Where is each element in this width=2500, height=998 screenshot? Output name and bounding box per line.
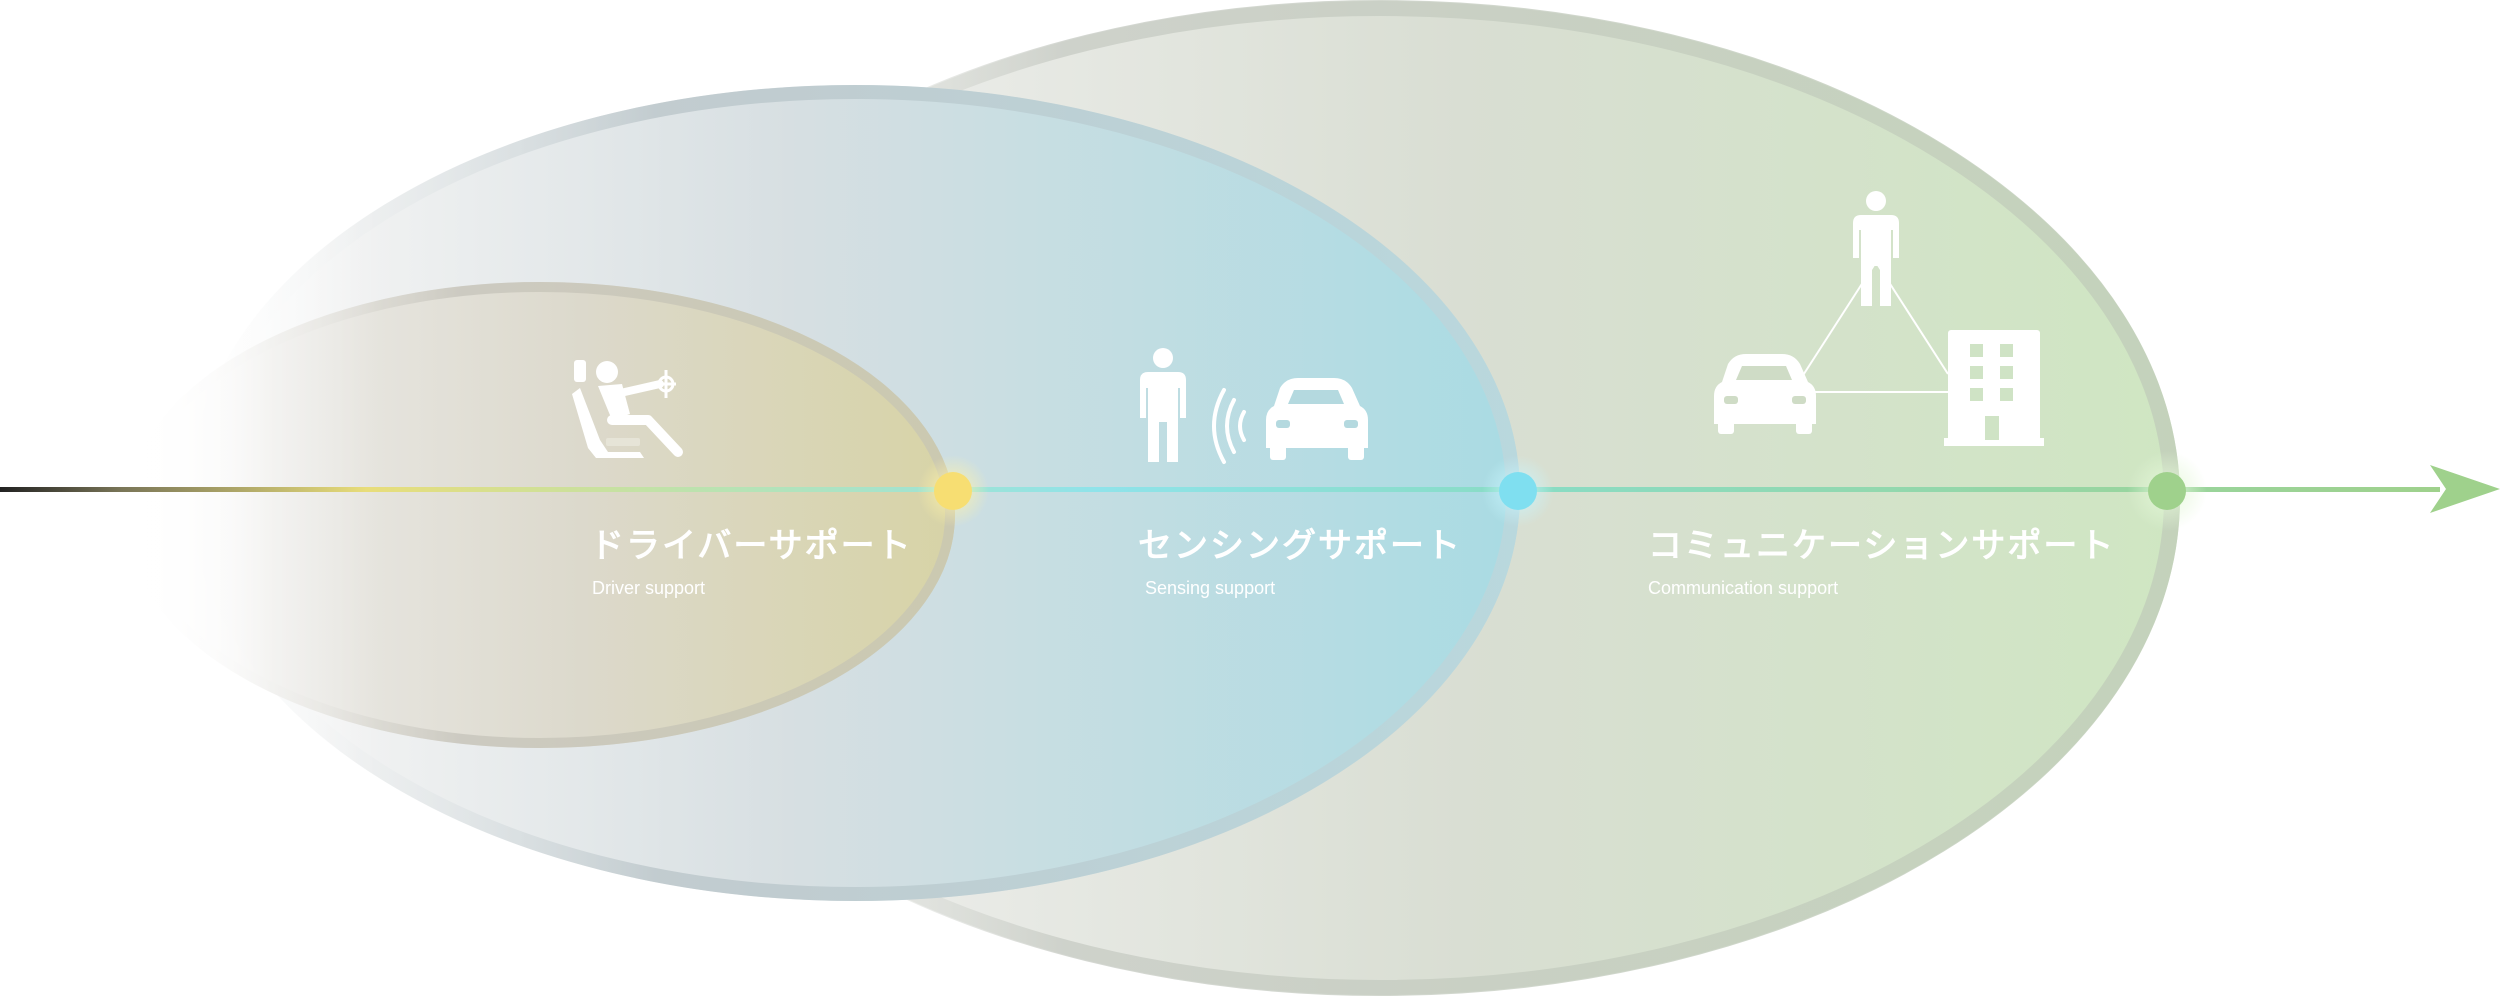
- building-icon: [1944, 330, 2044, 446]
- car-icon: [1266, 378, 1368, 460]
- person-car-building-network-icon: [1714, 191, 2044, 446]
- person-signal-car-icon: [1140, 348, 1368, 464]
- car-icon: [1714, 354, 1816, 434]
- communication-support-subtitle: Communication support: [1648, 578, 1838, 598]
- driver-support-subtitle: Driver support: [592, 578, 705, 598]
- driver-seat-icon: [572, 360, 683, 458]
- person-icon: [1853, 191, 1899, 306]
- progress-axis: [0, 465, 2500, 513]
- sensing-node: [1482, 455, 1554, 527]
- communication-node: [2127, 451, 2207, 531]
- driver-node: [917, 455, 989, 527]
- signal-waves-icon: [1212, 388, 1246, 464]
- driver-support-title: ドライバーサポート: [590, 526, 913, 566]
- communication-support-title: コミュニケーションサポート: [1648, 526, 2115, 566]
- person-icon: [1140, 348, 1186, 462]
- sensing-support-subtitle: Sensing support: [1145, 578, 1275, 598]
- axis-line: [0, 487, 2440, 492]
- sensing-support-title: センシングサポート: [1138, 526, 1462, 566]
- left-fade: [0, 0, 380, 998]
- axis-arrowhead-icon: [2430, 465, 2500, 513]
